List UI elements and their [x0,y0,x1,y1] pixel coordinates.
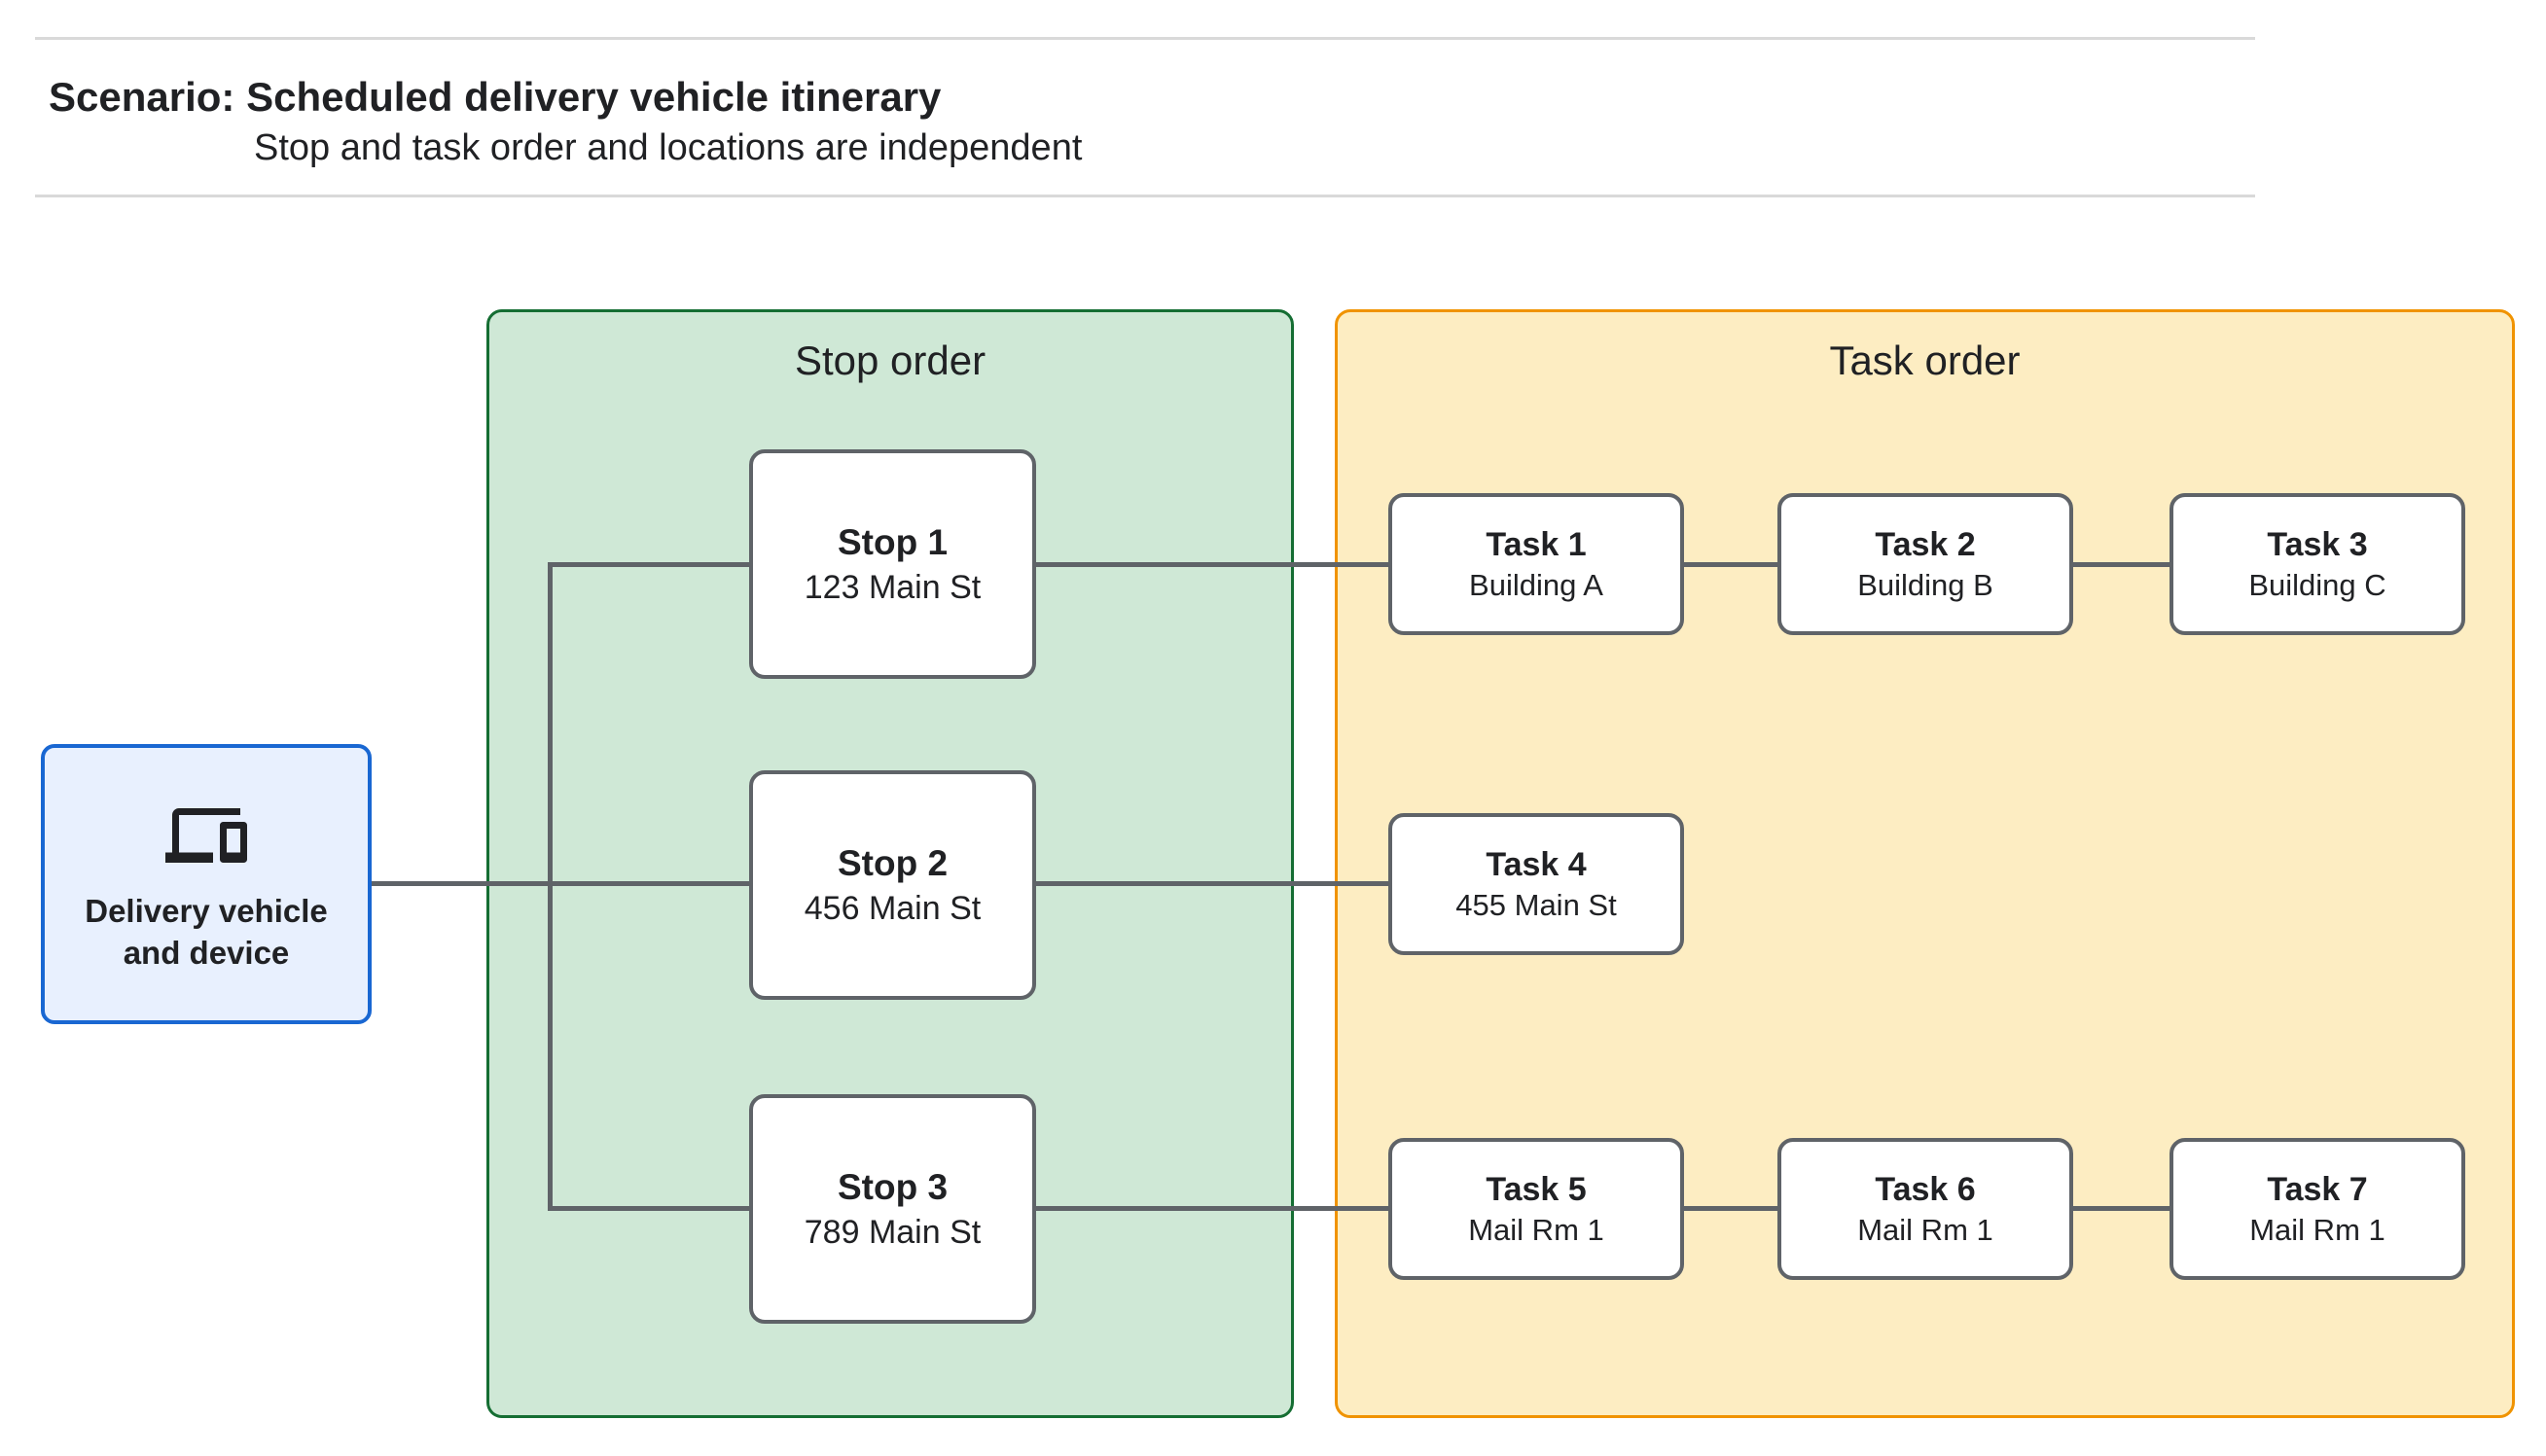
delivery-vehicle-label: Delivery vehicle and device [85,893,328,971]
task-6-location: Mail Rm 1 [1857,1213,1993,1247]
task-7-title: Task 7 [2267,1171,2368,1208]
task-4-title: Task 4 [1486,846,1587,883]
connector-trunk-vertical [548,562,553,1211]
delivery-vehicle-node: Delivery vehicle and device [41,744,372,1024]
task-2-title: Task 2 [1875,526,1976,563]
stop-3-title: Stop 3 [837,1167,949,1207]
task-5-title: Task 5 [1486,1171,1587,1208]
stop-2-title: Stop 2 [837,843,949,883]
page-title: Scenario: Scheduled delivery vehicle iti… [49,74,942,120]
stop-1-node: Stop 1 123 Main St [749,449,1036,679]
task-4-node: Task 4 455 Main St [1388,813,1684,955]
task-7-node: Task 7 Mail Rm 1 [2169,1138,2465,1280]
task-order-panel-title: Task order [1829,337,2021,383]
connector-stop2-task4 [1036,881,1388,886]
connector-stop1-task1 [1036,562,1388,567]
task-3-title: Task 3 [2267,526,2368,563]
connector-task2-task3 [2073,562,2169,567]
stop-1-title: Stop 1 [837,522,949,562]
stop-3-address: 789 Main St [804,1214,982,1251]
task-1-title: Task 1 [1486,526,1587,563]
task-2-location: Building B [1857,568,1993,602]
connector-task5-task6 [1684,1206,1777,1211]
stop-3-node: Stop 3 789 Main St [749,1094,1036,1324]
task-4-location: 455 Main St [1455,888,1617,922]
bottom-divider [35,195,2255,197]
connector-delivery-to-stops [372,881,749,886]
task-3-node: Task 3 Building C [2169,493,2465,635]
connector-task1-task2 [1684,562,1777,567]
task-2-node: Task 2 Building B [1777,493,2073,635]
stop-2-node: Stop 2 456 Main St [749,770,1036,1000]
top-divider [35,37,2255,40]
page-subtitle: Stop and task order and locations are in… [254,127,1083,168]
stop-1-address: 123 Main St [804,569,982,606]
task-5-location: Mail Rm 1 [1468,1213,1604,1247]
task-6-title: Task 6 [1875,1171,1976,1208]
task-3-location: Building C [2248,568,2386,602]
connector-branch-stop3 [548,1206,749,1211]
task-7-location: Mail Rm 1 [2249,1213,2385,1247]
task-1-node: Task 1 Building A [1388,493,1684,635]
stop-2-address: 456 Main St [804,890,982,927]
task-5-node: Task 5 Mail Rm 1 [1388,1138,1684,1280]
stop-order-panel-title: Stop order [794,337,986,383]
connector-branch-stop1 [548,562,749,567]
connector-stop3-task5 [1036,1206,1388,1211]
task-1-location: Building A [1469,568,1603,602]
connector-task6-task7 [2073,1206,2169,1211]
task-6-node: Task 6 Mail Rm 1 [1777,1138,2073,1280]
devices-icon [165,795,247,876]
